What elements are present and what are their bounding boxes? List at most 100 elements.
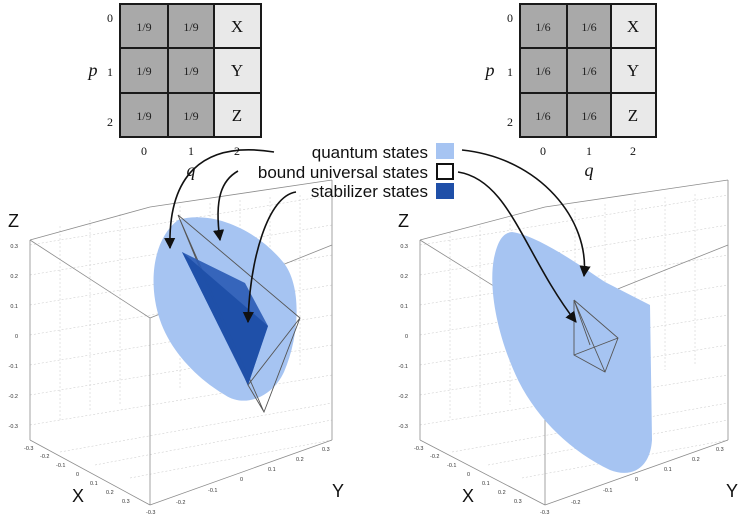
col-index: 1 [586,144,592,158]
arrow-quantum-right [461,149,591,278]
x-tick: 0.3 [514,499,522,505]
legend-label-bound: bound universal states [258,163,428,182]
plot-right-y-ticks: -0.3 -0.2 -0.1 0 0.1 0.2 0.3 [540,447,724,516]
cell-r-2-1: 1/6 [581,109,596,123]
row-index: 1 [107,65,113,79]
col-axis-label: q [187,160,196,180]
plot-left-x-axis-label: X [72,486,84,506]
y-tick: 0.1 [268,467,276,473]
arrows [164,149,591,324]
arrow-bound-left [213,170,239,242]
plot-left-stabilizer-face [182,252,268,385]
z-tick: -0.2 [399,394,408,400]
z-tick: 0 [405,334,408,340]
y-tick: 0 [635,477,638,483]
arrow-quantum-left [164,149,275,250]
cell-l-2-2: Z [232,106,242,125]
plot-left-x-ticks: -0.3 -0.2 -0.1 0 0.1 0.2 0.3 [24,446,130,505]
plot-left-z-ticks: 0.3 0.2 0.1 0 -0.1 -0.2 -0.3 [9,244,18,430]
plot-right-z-axis-label: Z [398,211,409,231]
z-tick: -0.1 [9,364,18,370]
row-axis-label: p [484,60,495,80]
x-tick: 0 [467,472,470,478]
x-tick: -0.3 [24,446,33,452]
y-tick: 0.1 [664,467,672,473]
plot-right-quantum-region [492,232,652,473]
cell-l-0-1: 1/9 [183,20,198,34]
y-tick: -0.3 [540,510,549,516]
cell-l-0-2: X [231,17,243,36]
cell-r-0-2: X [627,17,639,36]
legend-label-stabilizer: stabilizer states [311,182,428,201]
cell-r-1-1: 1/6 [581,64,596,78]
x-tick: -0.2 [40,454,49,460]
y-tick: -0.2 [571,500,580,506]
x-tick: 0.1 [90,481,98,487]
x-tick: -0.1 [447,463,456,469]
cell-r-1-2: Y [627,61,639,80]
y-tick: -0.1 [603,488,612,494]
plot-right-z-ticks: 0.3 0.2 0.1 0 -0.1 -0.2 -0.3 [399,244,408,430]
legend: quantum states bound universal states st… [258,143,454,201]
z-tick: -0.2 [9,394,18,400]
row-index: 0 [107,11,113,25]
plot-right-y-axis-label: Y [726,481,738,501]
cell-r-1-0: 1/6 [535,64,550,78]
y-tick: 0.3 [716,447,724,453]
col-index: 0 [540,144,546,158]
col-index: 1 [188,144,194,158]
col-axis-label: q [585,160,594,180]
x-tick: -0.2 [430,454,439,460]
z-tick: 0.2 [400,274,408,280]
plot-left-y-axis-label: Y [332,481,344,501]
y-tick: 0.2 [692,457,700,463]
table-left: 1/9 1/9 X 1/9 1/9 Y 1/9 1/9 Z 0 1 2 p 0 … [87,3,262,180]
col-index: 0 [141,144,147,158]
z-tick: -0.3 [399,424,408,430]
y-tick: -0.1 [208,488,217,494]
z-tick: 0.3 [10,244,18,250]
cell-l-0-0: 1/9 [136,20,151,34]
y-tick: 0.3 [322,447,330,453]
cell-r-2-2: Z [628,106,638,125]
x-tick: 0.2 [106,490,114,496]
arrow-stabilizer [242,191,297,324]
plot-right-x-ticks: -0.3 -0.2 -0.1 0 0.1 0.2 0.3 [414,446,522,505]
x-tick: 0 [76,472,79,478]
plot-left: Z X Y 0.3 0.2 0.1 0 -0.1 -0.2 -0.3 -0.3 … [8,179,344,516]
legend-swatch-stabilizer [436,183,454,199]
legend-swatch-bound [436,163,454,180]
plot-right-x-axis-label: X [462,486,474,506]
x-tick: 0.1 [482,481,490,487]
x-tick: -0.3 [414,446,423,452]
row-axis-label: p [87,60,98,80]
arrow-bound-right [457,171,577,323]
row-index: 2 [107,115,113,129]
plot-right: Z X Y 0.3 0.2 0.1 0 -0.1 -0.2 -0.3 -0.3 … [398,179,738,516]
row-index: 1 [507,65,513,79]
plot-left-y-ticks: -0.3 -0.2 -0.1 0 0.1 0.2 0.3 [146,447,330,516]
x-tick: 0.3 [122,499,130,505]
plot-left-z-axis-label: Z [8,211,19,231]
plot-right-bound-polytope [573,299,619,373]
col-index: 2 [630,144,636,158]
cell-l-1-2: Y [231,61,243,80]
z-tick: 0 [15,334,18,340]
y-tick: -0.2 [176,500,185,506]
legend-swatch-quantum [436,143,454,159]
y-tick: 0.2 [296,457,304,463]
row-index: 0 [507,11,513,25]
cell-l-2-1: 1/9 [183,109,198,123]
x-tick: -0.1 [56,463,65,469]
z-tick: 0.1 [400,304,408,310]
x-tick: 0.2 [498,490,506,496]
y-tick: -0.3 [146,510,155,516]
z-tick: -0.1 [399,364,408,370]
legend-label-quantum: quantum states [312,143,428,162]
cell-l-1-0: 1/9 [136,64,151,78]
z-tick: 0.3 [400,244,408,250]
cell-r-0-0: 1/6 [535,20,550,34]
cell-l-1-1: 1/9 [183,64,198,78]
table-right: 1/6 1/6 X 1/6 1/6 Y 1/6 1/6 Z 0 1 2 p 0 … [484,3,657,180]
